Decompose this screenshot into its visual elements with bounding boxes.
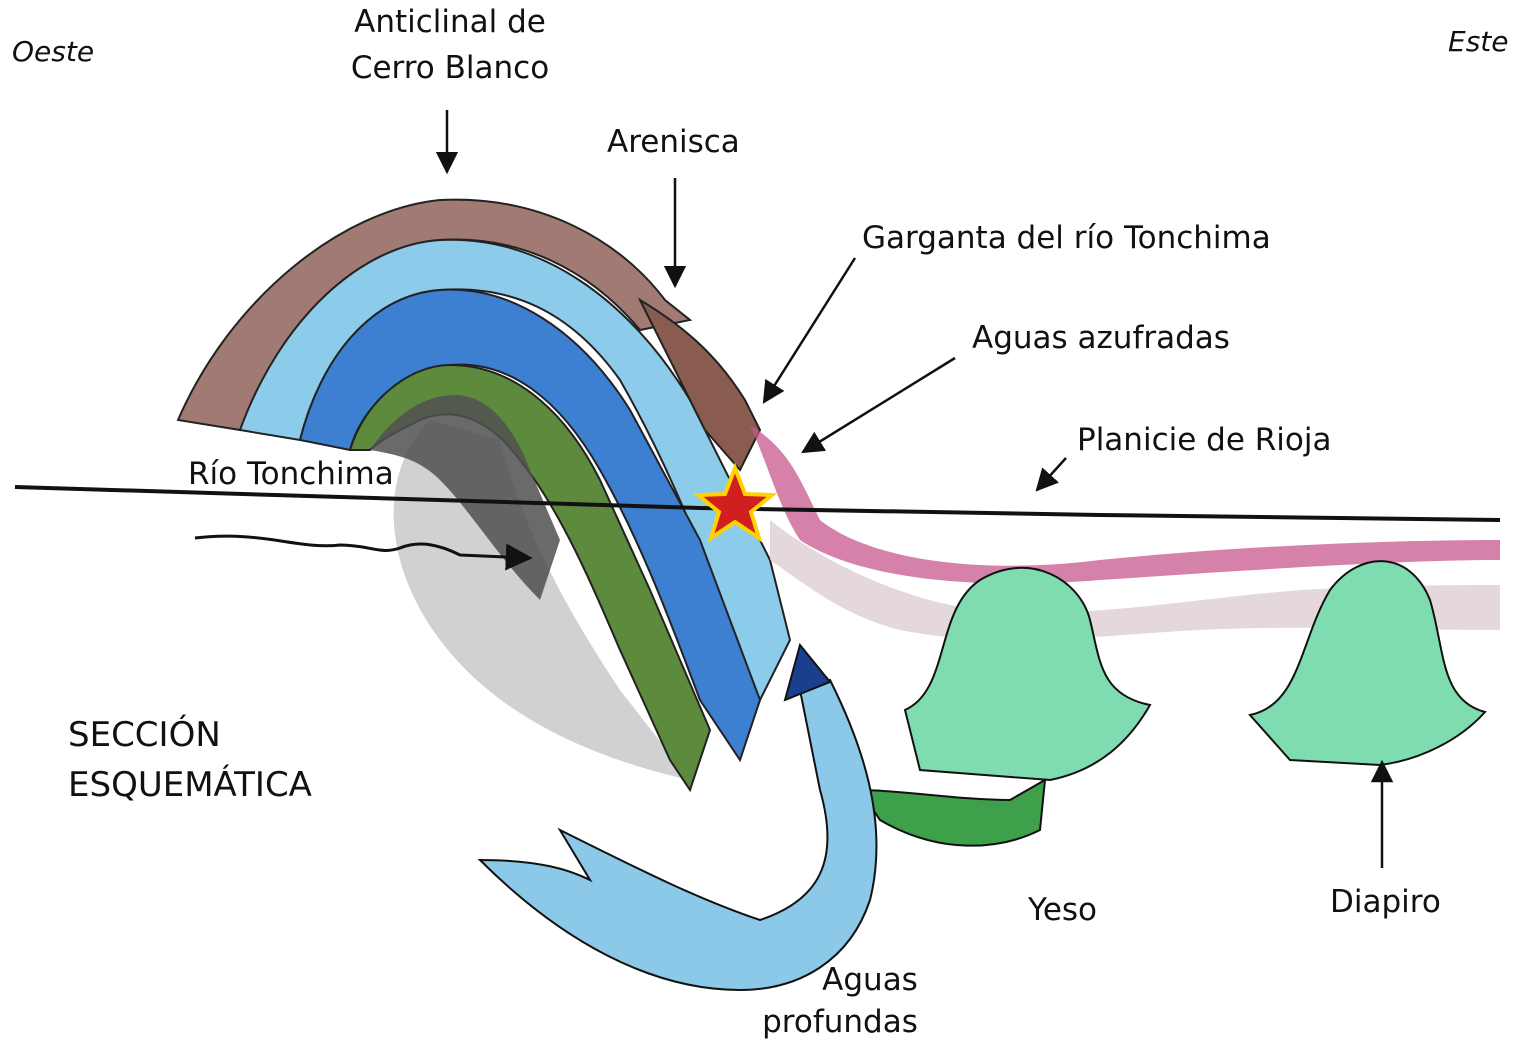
section-title-line2: ESQUEMÁTICA bbox=[68, 760, 312, 810]
deep-waters-label-line2: profundas bbox=[740, 1000, 940, 1044]
diapir-label: Diapiro bbox=[1330, 880, 1441, 924]
sandstone-label: Arenisca bbox=[607, 120, 740, 164]
river-label: Río Tonchima bbox=[188, 452, 394, 496]
sulfur-waters-label: Aguas azufradas bbox=[972, 316, 1230, 360]
gypsum-dome-1 bbox=[905, 568, 1150, 780]
plain-arrow bbox=[1037, 458, 1066, 490]
gypsum-flow bbox=[860, 780, 1045, 846]
anticline-label-line2: Cerro Blanco bbox=[340, 46, 560, 90]
gypsum-label: Yeso bbox=[1028, 888, 1097, 932]
plain-label: Planicie de Rioja bbox=[1077, 418, 1331, 462]
deep-waters-label-line1: Aguas bbox=[790, 958, 950, 1002]
gorge-label: Garganta del río Tonchima bbox=[862, 216, 1271, 260]
anticline-label-line1: Anticlinal de bbox=[340, 0, 560, 44]
section-title-line1: SECCIÓN bbox=[68, 710, 221, 760]
west-label: Oeste bbox=[12, 30, 94, 74]
gorge-arrow bbox=[764, 258, 855, 402]
sulfur-waters-arrow bbox=[803, 358, 955, 452]
east-label: Este bbox=[1448, 20, 1508, 64]
